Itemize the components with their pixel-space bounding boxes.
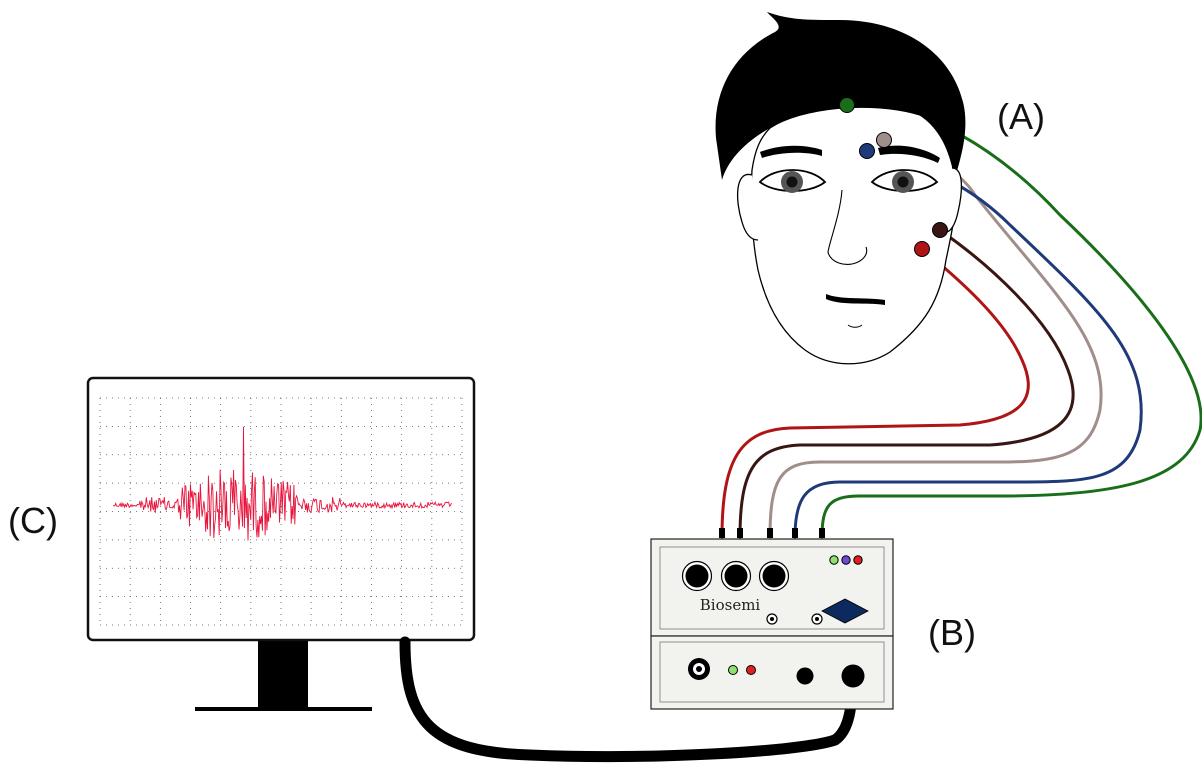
diamond-logo-icon (821, 598, 869, 624)
label-c: (C) (8, 500, 58, 541)
nose (827, 189, 868, 265)
hair (715, 12, 966, 180)
label-a: (A) (997, 96, 1045, 137)
subject-face (715, 12, 966, 365)
cable-green (820, 102, 1202, 539)
chin-mark (847, 324, 863, 328)
electrode-cables (719, 102, 1202, 539)
small-jack (811, 613, 823, 625)
electrode-cheek-lower (914, 241, 930, 257)
brand-label: Biosemi (700, 596, 761, 614)
mouth (826, 294, 885, 305)
cable-red (720, 247, 1030, 539)
cable-grey (768, 139, 1103, 539)
eye-right (870, 169, 939, 193)
eeg-signal-trace (112, 426, 452, 541)
small-jack (766, 613, 778, 625)
monitor (86, 376, 476, 711)
amplifier: Biosemi (650, 538, 894, 710)
cable-blue (793, 149, 1143, 539)
status-leds (829, 555, 863, 565)
electrode-brow (859, 143, 875, 159)
knob (796, 667, 814, 685)
electrode-forehead (839, 97, 855, 113)
output-socket (841, 664, 865, 688)
input-socket (720, 560, 752, 592)
monitor-screen (86, 376, 476, 642)
monitor-base (195, 707, 372, 711)
label-b: (B) (928, 612, 976, 653)
ear-right (945, 167, 963, 233)
green-led (728, 665, 738, 675)
input-socket (758, 560, 790, 592)
electrode-brow-top (876, 132, 892, 148)
monitor-neck (258, 640, 308, 710)
monitor-cable (399, 636, 859, 763)
electrode-cheek-upper (932, 222, 948, 238)
red-led (746, 665, 756, 675)
eyebrow-right (878, 145, 940, 163)
face-outline (750, 106, 957, 365)
input-socket (681, 560, 713, 592)
power-socket (688, 658, 710, 680)
cable-brown (738, 229, 1075, 539)
eyebrow-left (760, 145, 822, 158)
eye-left (758, 169, 827, 193)
electrodes (839, 97, 948, 257)
ear-left (737, 173, 759, 241)
